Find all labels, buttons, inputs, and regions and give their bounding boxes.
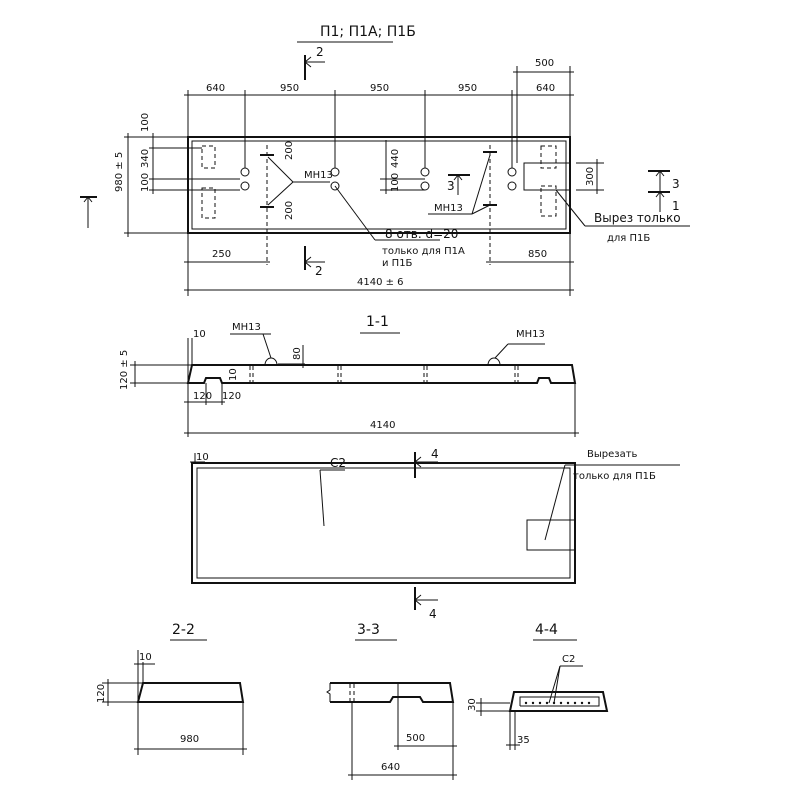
section-3-3: 3-3 500 640 (326, 622, 457, 780)
slab-section (136, 682, 245, 703)
section-title: 3-3 (357, 622, 380, 638)
dim-30: 30 (467, 698, 478, 711)
section-2-top-mark: 2 (304, 45, 325, 80)
section-2-2: 2-2 10 120 980 (96, 622, 247, 755)
dim-4140: 4140 (370, 420, 395, 431)
hole (330, 181, 340, 191)
dim-120: 120 (222, 391, 241, 402)
dim-80: 80 (292, 347, 303, 360)
hole (420, 167, 430, 177)
slab-profile (186, 364, 577, 384)
section-title: 2-2 (172, 622, 195, 638)
lifting-loop (264, 357, 278, 366)
dim-850: 850 (528, 249, 547, 260)
dim-200: 200 (284, 141, 295, 160)
dim-10: 10 (193, 329, 206, 340)
svg-text:4: 4 (429, 607, 437, 621)
svg-text:3: 3 (447, 179, 455, 193)
dim-width-980: 980 ± 5 (114, 152, 125, 192)
holes-note: только для П1А (382, 246, 465, 257)
dim-10: 10 (196, 452, 209, 463)
hole (420, 181, 430, 191)
dim-950: 950 (280, 83, 299, 94)
dim-640-right: 640 (536, 83, 555, 94)
label-mn13: МН13 (304, 170, 333, 181)
dim-640: 640 (381, 762, 400, 773)
dim-340: 340 (140, 149, 151, 168)
dim-100: 100 (390, 173, 401, 192)
embedded-part-outline (201, 187, 216, 219)
hole (507, 181, 517, 191)
slab-section (330, 682, 455, 703)
dim-250: 250 (212, 249, 231, 260)
cutout-outline (523, 162, 570, 191)
section-3-mark: 3 (447, 174, 470, 195)
cutout-note: Вырезать (587, 449, 638, 460)
cutout-note: Вырез только (594, 211, 681, 225)
section-4-4: 4-4 С2 30 35 (467, 622, 609, 750)
svg-text:1: 1 (672, 199, 680, 213)
hole (240, 167, 250, 177)
dim-440: 440 (390, 149, 401, 168)
dim-500: 500 (406, 733, 425, 744)
dim-500: 500 (535, 58, 554, 69)
label-mn13: МН13 (232, 322, 261, 333)
label-mn13: МН13 (516, 329, 545, 340)
rebar-dots (524, 701, 591, 705)
dim-640-left: 640 (206, 83, 225, 94)
cutout-note: только для П1Б (573, 471, 656, 482)
svg-text:2: 2 (316, 45, 324, 59)
mesh-outline (519, 696, 600, 707)
section-title: 4-4 (535, 622, 558, 638)
svg-text:4: 4 (431, 447, 439, 461)
dim-10: 10 (228, 368, 239, 381)
holes-note: и П1Б (382, 258, 413, 269)
section-1-1: 1-1 МН13 МН13 10 120 ± 5 80 10 120 120 4… (119, 314, 579, 437)
dim-35: 35 (517, 735, 530, 746)
dim-4140: 4140 ± 6 (357, 277, 404, 288)
embedded-part-outline (201, 145, 216, 169)
mesh-outline (196, 467, 571, 579)
dim-980: 980 (180, 734, 199, 745)
hole (507, 167, 517, 177)
section-1-mark (80, 196, 97, 228)
cutout-outline (526, 519, 576, 551)
slab-outline (191, 462, 576, 584)
dim-300: 300 (585, 167, 596, 186)
slab-section (508, 691, 609, 712)
dim-10: 10 (139, 652, 152, 663)
section-4-bottom-mark: 4 (414, 587, 438, 621)
dim-200: 200 (284, 201, 295, 220)
embedded-part-outline (540, 185, 557, 217)
dim-100: 100 (140, 113, 151, 132)
mesh-label: С2 (330, 456, 346, 470)
section-2-bottom-mark: 2 (304, 246, 325, 278)
embedded-part-outline (540, 145, 557, 169)
section-3-1-marks: 3 1 (648, 170, 680, 213)
svg-text:3: 3 (672, 177, 680, 191)
section-4-top-mark: 4 (414, 447, 439, 478)
dim-120: 120 ± 5 (119, 350, 130, 390)
svg-text:2: 2 (315, 264, 323, 278)
dim-100: 100 (140, 173, 151, 192)
mesh-label: С2 (562, 654, 575, 665)
plan-view: 640 950 950 950 640 500 2 2 980 ± 5 100 … (80, 45, 690, 296)
drawing-title: П1; П1А; П1Б (320, 24, 416, 40)
dim-120: 120 (193, 391, 212, 402)
label-mn13: МН13 (434, 203, 463, 214)
dim-950: 950 (370, 83, 389, 94)
dim-120: 120 (96, 684, 107, 703)
lifting-loop (487, 357, 501, 366)
plate-outline (187, 136, 571, 234)
plate-inner-outline (191, 140, 567, 230)
section-title: 1-1 (366, 314, 389, 330)
cutout-note: для П1Б (607, 233, 650, 244)
holes-note: 8 отв. d=20 (385, 227, 458, 241)
reinforcement-plan: 10 С2 Вырезать только для П1Б 4 4 (190, 447, 680, 621)
dim-950: 950 (458, 83, 477, 94)
hole (240, 181, 250, 191)
